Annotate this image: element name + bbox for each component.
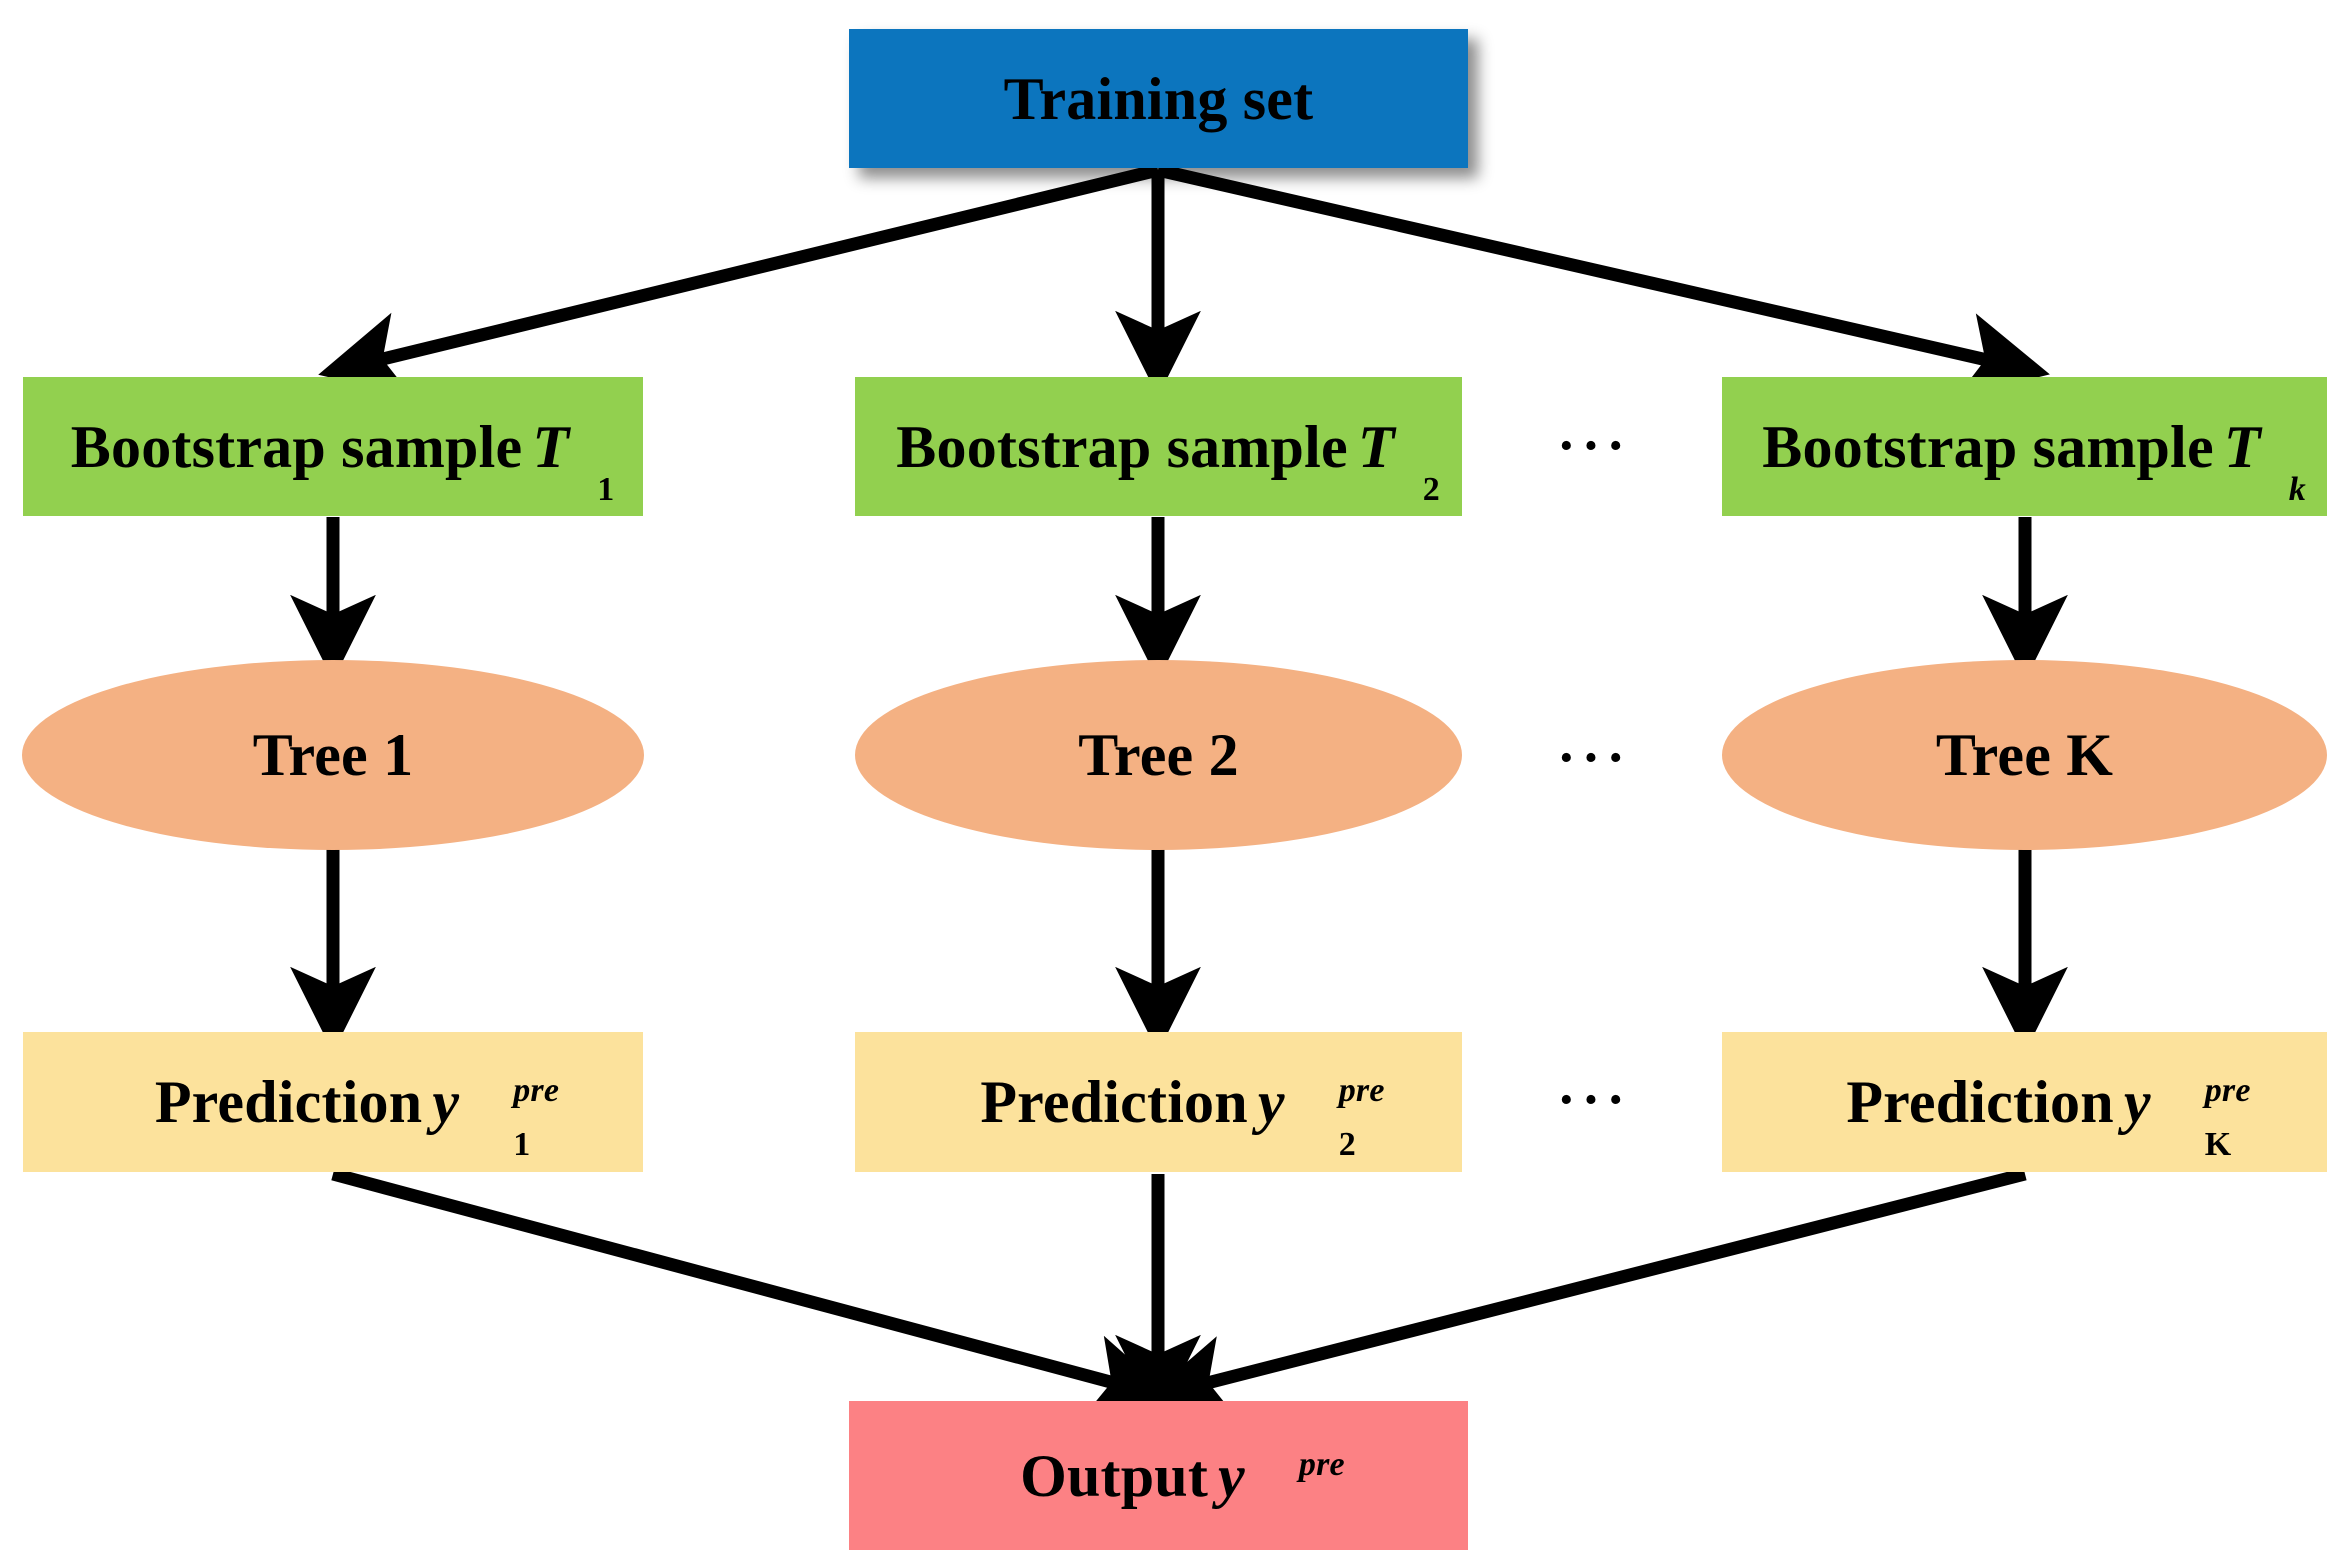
prediction-subscript-3: K <box>2204 1126 2232 1163</box>
ellipsis-prediction-row: ··· <box>1557 1069 1632 1131</box>
tree-label-3: Tree K <box>1935 722 2114 788</box>
edge-training-to-bootstrap-3 <box>1156 163 2050 398</box>
bootstrap-var-1: T <box>532 413 570 480</box>
bootstrap-subscript-2: 2 <box>1422 470 1440 508</box>
prediction-var-3: y <box>2123 1069 2151 1135</box>
output-text: Output <box>1020 1442 1209 1509</box>
training-set-box[interactable]: Training set <box>849 29 1468 168</box>
prediction-var-1: y <box>432 1069 460 1135</box>
prediction-var-2: y <box>1257 1069 1285 1135</box>
ellipsis-tree-row: ··· <box>1557 727 1632 789</box>
tree-ellipse-2[interactable]: Tree 2 <box>855 660 1462 850</box>
prediction-superscript-1: pre <box>513 1072 560 1109</box>
bootstrap-text-1: Bootstrap sample <box>70 413 523 480</box>
prediction-text-3: Prediction <box>1846 1069 2114 1135</box>
ellipsis-bootstrap-row: ··· <box>1557 415 1632 477</box>
tree-label-2: Tree 2 <box>1078 722 1239 788</box>
prediction-subscript-2: 2 <box>1338 1126 1356 1163</box>
edge-prediction-1-to-output <box>331 1167 1176 1419</box>
prediction-text-2: Prediction <box>980 1069 1248 1135</box>
bootstrap-subscript-1: 1 <box>597 470 615 508</box>
bootstrap-text-2: Bootstrap sample <box>896 413 1348 480</box>
output-superscript: pre <box>1298 1445 1345 1483</box>
output-var: y <box>1218 1442 1245 1509</box>
prediction-subscript-1: 1 <box>513 1126 531 1163</box>
bootstrap-var-3: T <box>2223 413 2261 480</box>
bootstrap-var-2: T <box>1357 413 1395 480</box>
edge-prediction-3-to-output <box>1144 1167 2027 1420</box>
edge-training-to-bootstrap-1 <box>318 163 1160 397</box>
tree-ellipse-3[interactable]: Tree K <box>1722 660 2327 850</box>
prediction-superscript-3: pre <box>2204 1072 2251 1109</box>
prediction-superscript-2: pre <box>1338 1072 1385 1109</box>
tree-label-1: Tree 1 <box>252 722 414 788</box>
bootstrap-subscript-3: k <box>2288 470 2306 508</box>
training-set-label: Training set <box>1003 65 1314 132</box>
bootstrap-text-3: Bootstrap sample <box>1762 413 2214 480</box>
tree-ellipse-1[interactable]: Tree 1 <box>22 660 644 850</box>
prediction-text-1: Prediction <box>154 1069 423 1135</box>
